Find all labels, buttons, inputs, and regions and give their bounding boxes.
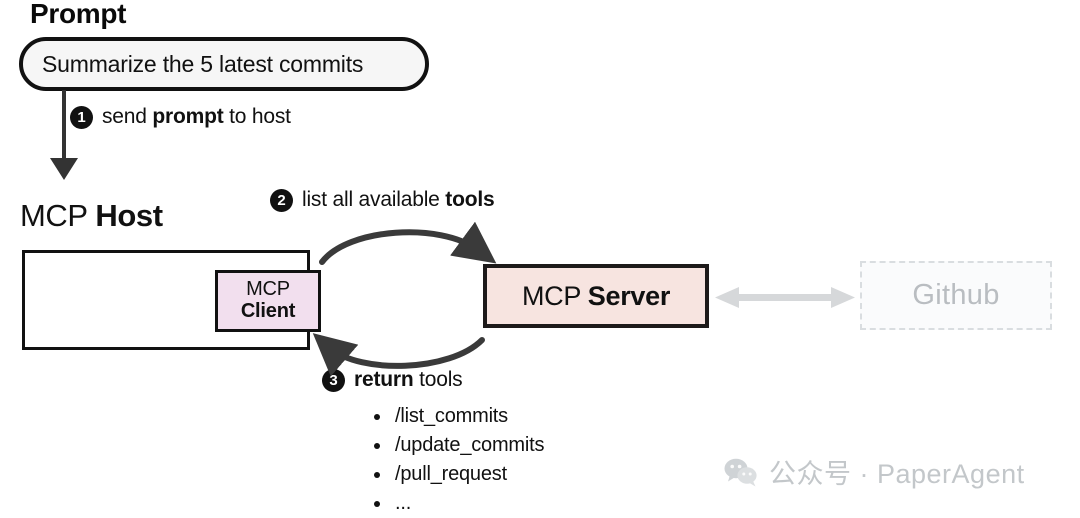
arrow-client-to-server — [319, 221, 497, 265]
tool-list-item: /list_commits — [368, 402, 544, 431]
step-3-label: 3 return tools — [322, 368, 463, 392]
watermark: 公众号 · PaperAgent — [724, 452, 1025, 491]
step-3-text: return tools — [354, 368, 463, 391]
prompt-to-host-arrow-head — [50, 158, 78, 180]
wechat-icon — [724, 458, 757, 486]
prompt-to-host-arrow-line — [62, 90, 66, 164]
prompt-text: Summarize the 5 latest commits — [42, 50, 364, 77]
mcp-server-box[interactable]: MCP Server — [483, 264, 709, 328]
step-1-badge: 1 — [70, 105, 93, 129]
step-3-badge: 3 — [322, 368, 345, 392]
mcp-client-line-2: Client — [240, 300, 296, 322]
step-1-label: 1 send prompt to host — [70, 105, 291, 129]
step-2-text: list all available tools — [302, 188, 495, 211]
tool-list-item: ... — [368, 489, 544, 518]
mcp-client-box[interactable]: MCP Client — [215, 270, 321, 332]
mcp-client-line-1: MCP — [246, 278, 290, 301]
prompt-box[interactable]: Summarize the 5 latest commits — [19, 37, 429, 91]
server-github-bidirectional-arrow — [715, 287, 855, 308]
prompt-label: Prompt — [30, 0, 127, 29]
github-box[interactable]: Github — [860, 261, 1052, 330]
step-2-label: 2 list all available tools — [270, 188, 495, 212]
step-2-badge: 2 — [270, 188, 293, 212]
tool-list-item: /update_commits — [368, 431, 544, 460]
mcp-server-text: MCP Server — [521, 280, 671, 311]
watermark-text: 公众号 · PaperAgent — [769, 459, 1025, 489]
arrow-server-to-client — [312, 333, 485, 377]
step-1-text: send prompt to host — [102, 105, 291, 128]
github-label: Github — [912, 279, 1000, 311]
mcp-host-title: MCP Host — [20, 198, 163, 233]
tool-list-item: /pull_request — [368, 460, 544, 489]
tools-list: /list_commits /update_commits /pull_requ… — [368, 402, 544, 518]
